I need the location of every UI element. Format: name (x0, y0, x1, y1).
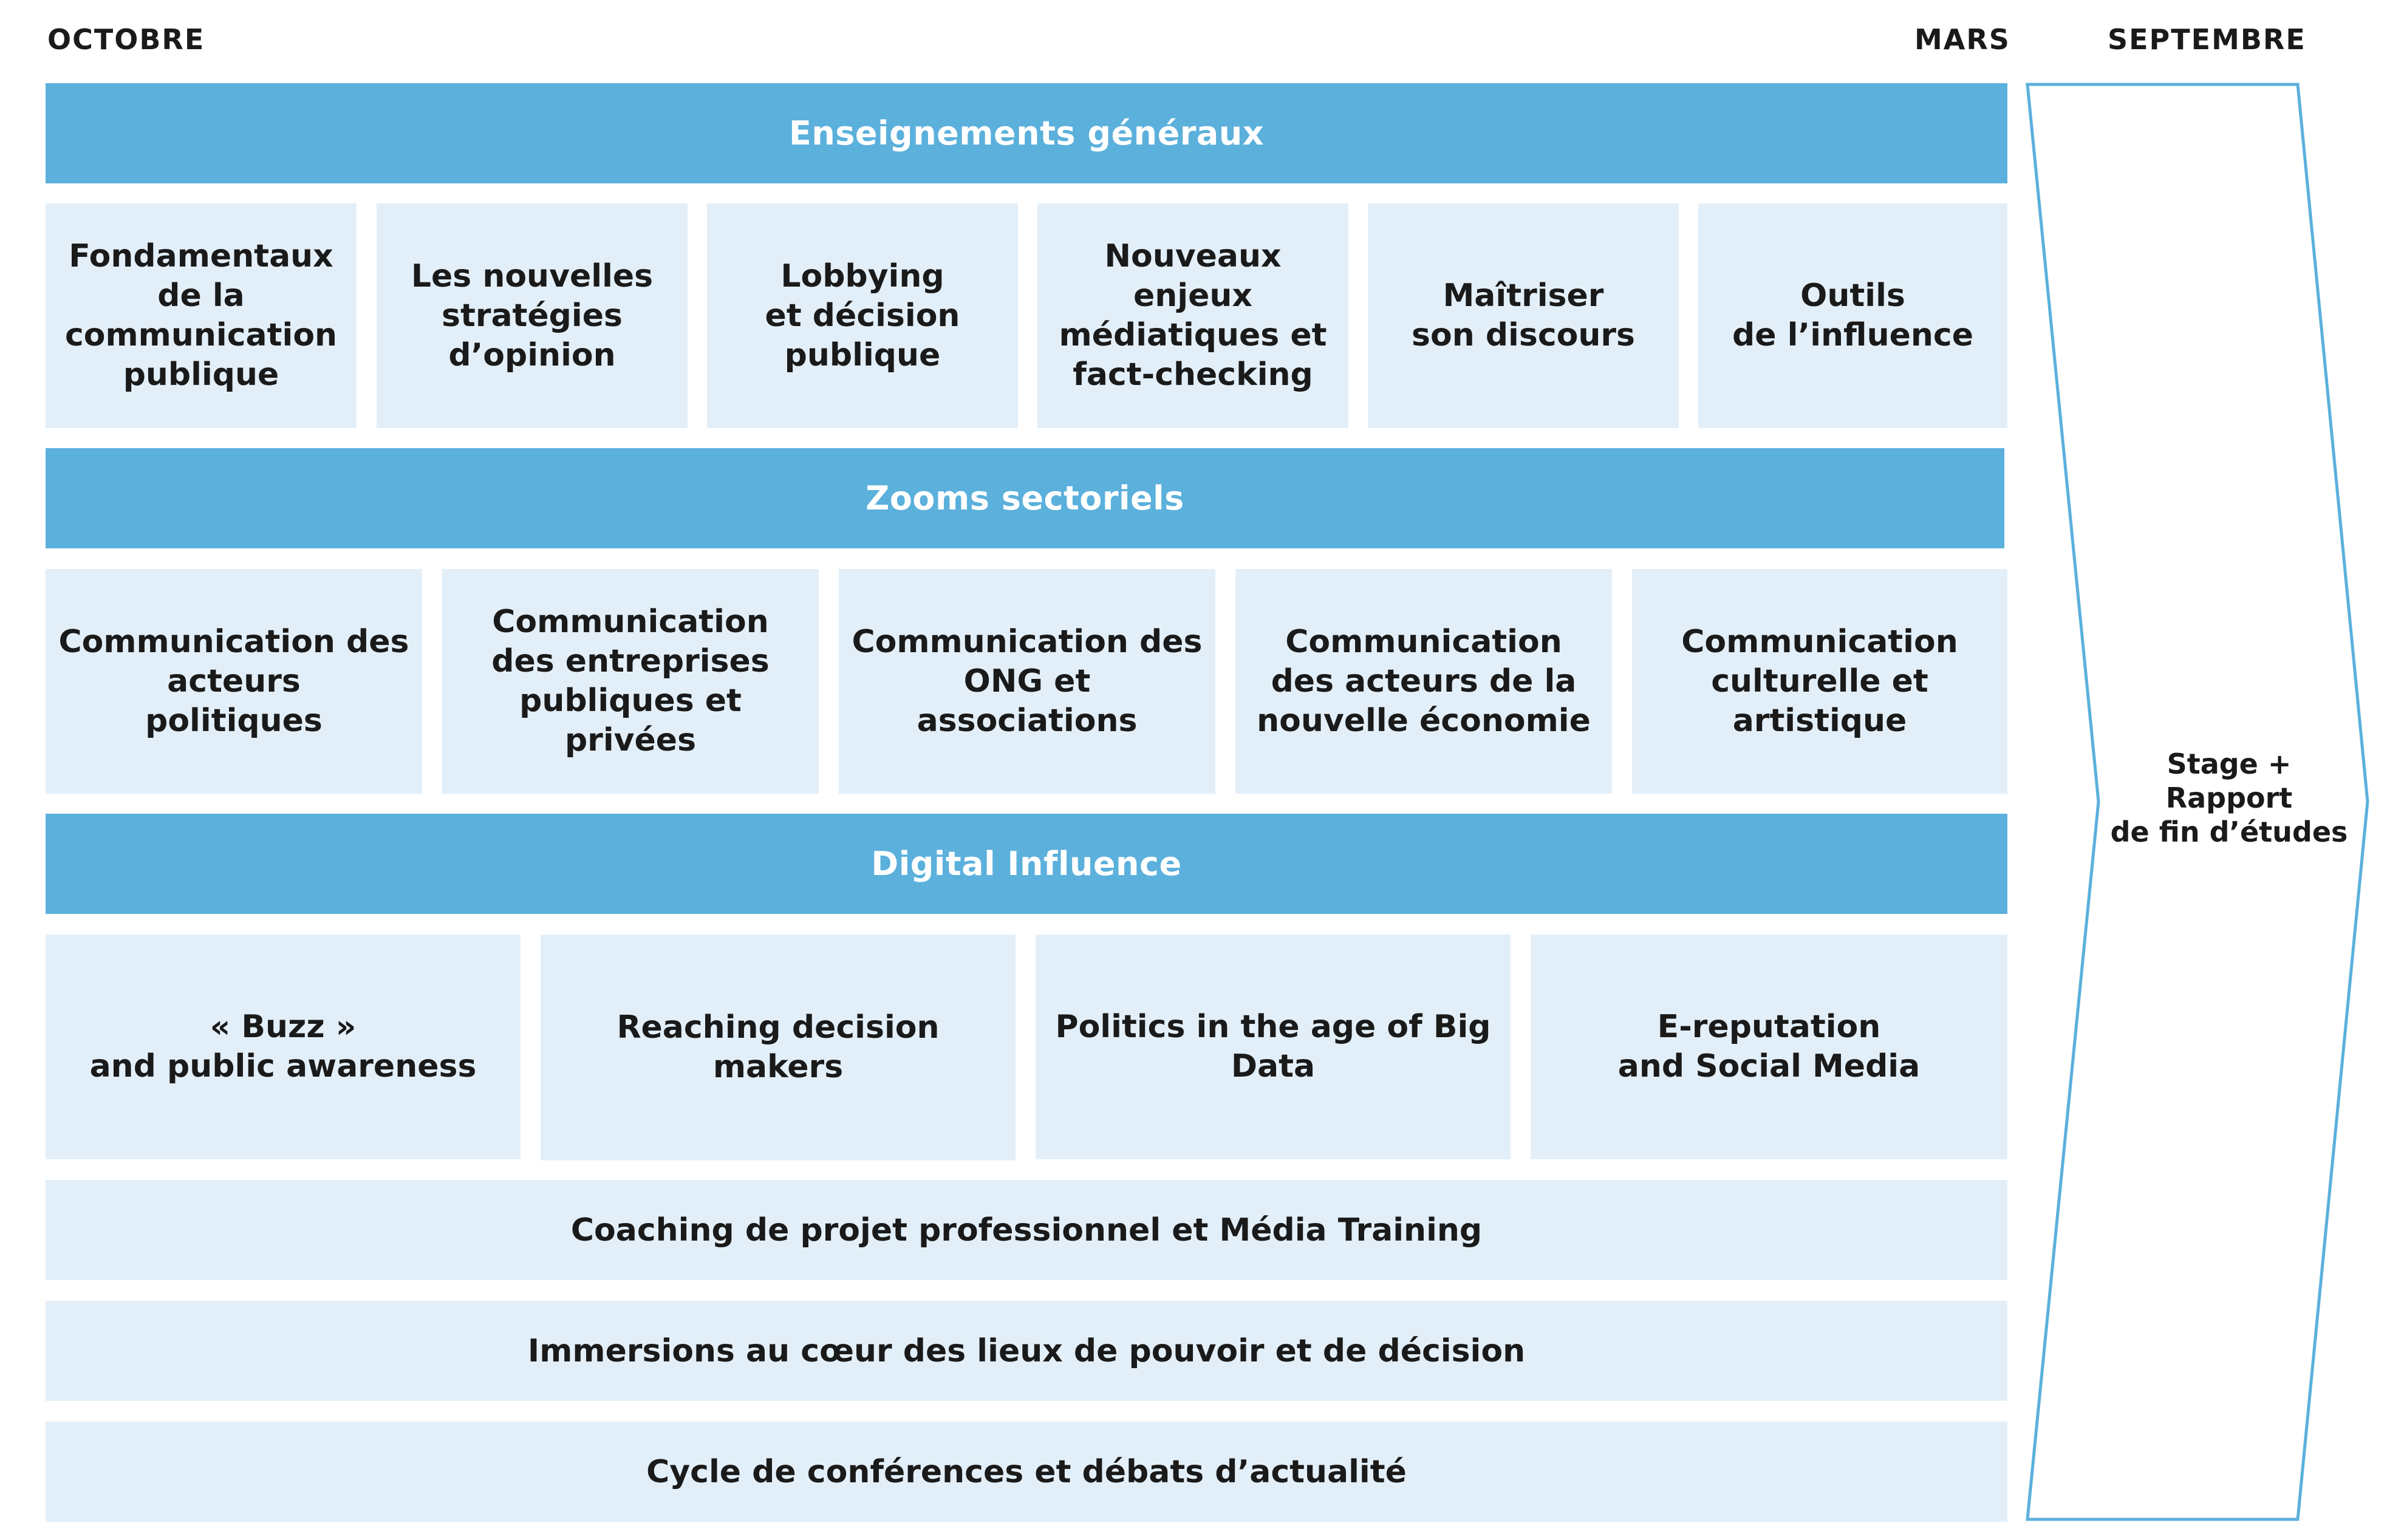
module-e-reputation: E-reputation and Social Media (1531, 935, 2007, 1159)
timeline-start-label: OCTOBRE (47, 23, 205, 56)
module-lobbying: Lobbying et décision publique (707, 203, 1018, 428)
module-big-data: Politics in the age of Big Data (1036, 935, 1511, 1159)
module-acteurs-politiques: Communication des acteurs politiques (46, 569, 422, 794)
module-immersions: Immersions au cœur des lieux de pouvoir … (46, 1301, 2007, 1401)
section-header-zooms: Zooms sectoriels (46, 448, 2004, 548)
module-ong: Communication des ONG et associations (839, 569, 1215, 794)
module-culturelle: Communication culturelle et artistique (1632, 569, 2007, 794)
module-maitriser-discours: Maîtriser son discours (1368, 203, 1679, 428)
stage-arrow-shape (2026, 83, 2369, 1521)
section-header-enseignements: Enseignements généraux (46, 83, 2007, 183)
timeline-middle-label: MARS (1914, 23, 2010, 56)
module-buzz: « Buzz » and public awareness (46, 935, 521, 1159)
module-decision-makers: Reaching decision makers (541, 935, 1016, 1160)
module-nouveaux-enjeux: Nouveaux enjeux médiatiques et fact-chec… (1037, 203, 1348, 428)
module-outils-influence: Outils de l’influence (1698, 203, 2007, 428)
module-nouvelle-economie: Communication des acteurs de la nouvelle… (1235, 569, 1612, 794)
module-entreprises: Communication des entreprises publiques … (442, 569, 819, 794)
module-coaching: Coaching de projet professionnel et Médi… (46, 1180, 2007, 1280)
module-conferences: Cycle de conférences et débats d’actuali… (46, 1422, 2007, 1522)
section-header-digital: Digital Influence (46, 814, 2007, 914)
module-fondamentaux: Fondamentaux de la communication publiqu… (46, 203, 357, 428)
stage-label: Stage + Rapport de fin d’études (2110, 748, 2348, 849)
module-nouvelles-strategies: Les nouvelles stratégies d’opinion (377, 203, 688, 428)
timeline-end-label: SEPTEMBRE (2108, 23, 2306, 56)
